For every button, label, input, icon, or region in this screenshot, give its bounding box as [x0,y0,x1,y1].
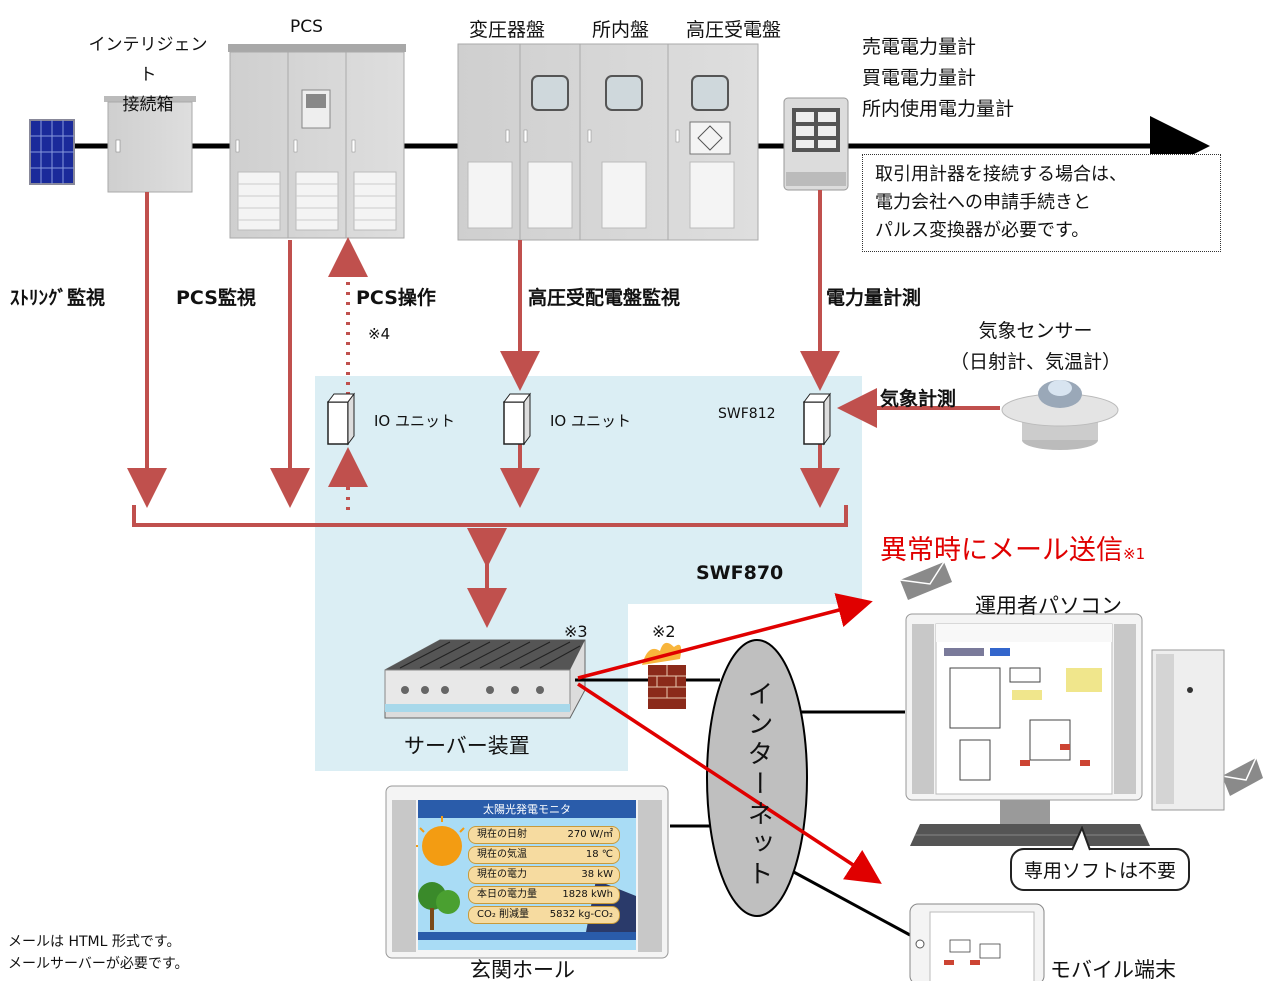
junction-box-icon [104,96,196,193]
weather-measure-label: 気象計測 [880,388,957,410]
reading-value: 1828 kWh [562,889,613,900]
firewall-mark: ※2 [652,622,676,641]
switchgear-panels-icon [457,43,759,241]
alert-text: 異常時にメール送信 [880,535,1123,566]
operator-pc-label: 運用者パソコン [975,594,1122,618]
mobile-device-icon [909,903,1045,981]
reading-label: 現在の日射 [477,829,527,840]
monitor-title: 太陽光発電モニタ [483,803,571,816]
monitor-row: 現在の電力 38 kW [468,866,620,884]
internet-label: インターネット [743,680,773,890]
swf812-label: SWF812 [718,406,776,422]
pcs-label: PCS [290,17,323,37]
reading-label: CO₂ 削減量 [477,909,530,920]
pcs-control-label: PCS操作 [356,287,436,309]
hv-panel-label: 高圧受電盤 [686,19,782,41]
reading-value: 18 ℃ [585,849,613,860]
junction-box-label: インテリジェント 接続箱 [88,35,208,115]
server-mark: ※3 [564,622,588,641]
io-unit-icon [503,392,531,446]
firewall-icon [642,642,686,709]
hv-monitor-label: 高圧受配電盤監視 [528,287,681,309]
mobile-label: モバイル端末 [1050,958,1176,982]
server-label: サーバー装置 [404,734,530,758]
swf812-icon [803,392,831,446]
weather-sensor-label: 気象センサー （日射計、気温計） [950,320,1122,373]
internal-panel-label: 所内盤 [592,19,650,41]
server-icon [384,639,586,719]
note4-mark: ※4 [368,325,391,343]
solar-panel-icon [29,119,75,185]
bubble-pointer [1071,826,1091,851]
mail-icon [1221,757,1263,796]
string-monitor-label: ｽﾄﾘﾝｸﾞ監視 [10,287,106,309]
pcs-monitor-label: PCS監視 [176,287,256,309]
operator-pc-icon [905,613,1225,846]
mail-note: メールサーバーが必要です。 [8,956,189,972]
transformer-panel-label: 変圧器盤 [469,19,546,41]
mail-note: メールは HTML 形式です。 [8,934,181,950]
system-name-label: SWF870 [696,562,784,584]
meter-box-icon [783,97,849,191]
io-unit-label: IO ユニット [550,412,631,430]
reading-label: 本日の電力量 [477,889,537,900]
reading-value: 5832 kg-CO₂ [549,909,613,920]
weather-sensor-icon [1001,380,1119,450]
alert-label: 異常時にメール送信※1 [880,528,1145,567]
monitor-readings: 現在の日射 270 W/㎡ 現在の気温 18 ℃ 現在の電力 38 kW 本日の電力量… [418,800,636,950]
internet-cloud [706,639,808,917]
swf870-area [315,376,862,604]
monitor-row: 現在の気温 18 ℃ [468,846,620,864]
entrance-label: 玄関ホール [470,958,575,982]
reading-label: 現在の電力 [477,869,527,880]
io-unit-icon [327,392,355,446]
meter-note: 取引用計器を接続する場合は、 電力会社への申請手続きと パルス変換器が必要です。 [862,154,1221,252]
reading-value: 38 kW [581,869,613,880]
power-measure-label: 電力量計測 [826,287,922,309]
reading-value: 270 W/㎡ [567,829,613,840]
reading-label: 現在の気温 [477,849,527,860]
no-software-bubble: 専用ソフトは不要 [1010,848,1191,891]
meters-label: 売電電力量計 買電電力量計 所内使用電力量計 [862,36,1015,120]
alert-mark: ※1 [1123,545,1146,563]
monitor-row: 現在の日射 270 W/㎡ [468,826,620,844]
io-unit-label: IO ユニット [374,412,455,430]
monitor-row: 本日の電力量 1828 kWh [468,886,620,904]
monitor-row: CO₂ 削減量 5832 kg-CO₂ [468,906,620,924]
pcs-cabinet-icon [228,44,406,239]
mail-icon [899,561,952,600]
